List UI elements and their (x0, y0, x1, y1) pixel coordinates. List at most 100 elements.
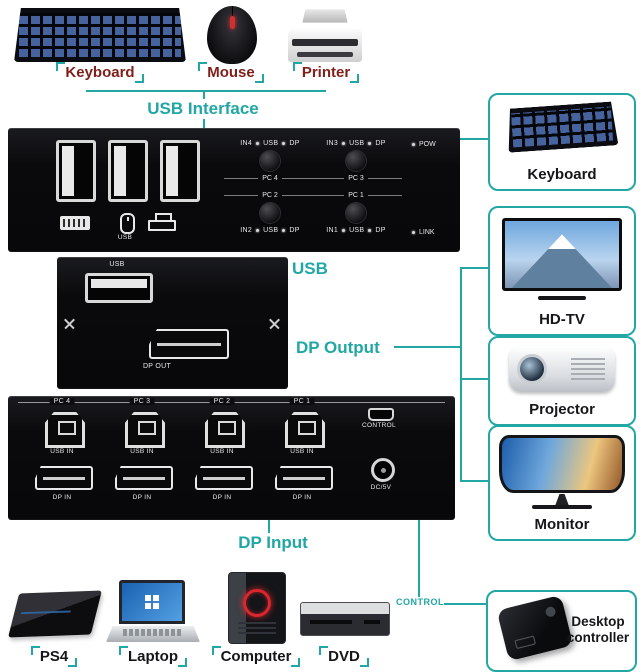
usb-led (256, 229, 260, 232)
dp-in-caption: DP IN (52, 494, 72, 501)
laptop-label: Laptop (106, 646, 200, 667)
desktop-controller-label: Desktop controller (566, 614, 630, 646)
power-indicator: POW (412, 141, 436, 148)
laptop-image (106, 580, 200, 642)
in1-label: IN1 (326, 227, 339, 234)
in3-label: IN3 (326, 140, 339, 147)
usb-a-port-2 (108, 140, 148, 202)
in2-label: IN2 (240, 227, 253, 234)
ps4-image (8, 590, 102, 638)
mouse-image (207, 6, 257, 64)
dvd-label: DVD (300, 646, 388, 667)
selector-knob (260, 151, 280, 171)
printer-image (288, 8, 362, 64)
in4-label: IN4 (240, 140, 253, 147)
input-panel: PC 4 PC 3 PC 2 PC 1 USB IN USB IN USB IN… (8, 396, 455, 520)
link-led (412, 231, 415, 234)
dp-in-port-pc1 (275, 466, 333, 490)
usb-in-caption: USB IN (130, 448, 154, 455)
connector-line (418, 520, 420, 597)
desktop-controller-image (496, 594, 574, 662)
usb-b-in-port-pc2 (205, 412, 245, 448)
selector-knob (260, 203, 280, 223)
connector-line (460, 378, 489, 380)
screw-mark (64, 317, 75, 328)
dp-input-section-label: DP Input (238, 533, 308, 552)
keyboard-box: Keyboard (488, 93, 636, 191)
connector-line (460, 480, 489, 482)
hdtv-box-label: HD-TV (539, 311, 585, 328)
usb-interface-panel: USB IN4 USB DP PC 4 IN3 USB DP (8, 128, 460, 252)
selector-in2: PC 2 IN2 USB DP (224, 192, 316, 234)
dp-in-port-pc2 (195, 466, 253, 490)
usb-led (342, 142, 346, 145)
top-mouse-label: Mouse (181, 62, 281, 83)
control-caption: CONTROL (362, 422, 396, 429)
power-led (412, 143, 415, 146)
dp-in-caption: DP IN (132, 494, 152, 501)
dp-in-caption: DP IN (212, 494, 232, 501)
top-keyboard-label: Keyboard (14, 62, 186, 83)
usb-caption: USB (117, 234, 133, 241)
pc1-label: PC 1 (348, 192, 364, 199)
pc2-label: PC 2 (262, 192, 278, 199)
selector-knob (346, 203, 366, 223)
usb-a-port-3 (160, 140, 200, 202)
pc4-label: PC 4 (262, 175, 278, 182)
connector-line (460, 138, 489, 140)
usb-interface-title: USB Interface (147, 99, 259, 118)
usb-out-caption: USB (109, 261, 125, 268)
connector-line (444, 603, 487, 605)
dp-led (282, 229, 286, 232)
link-indicator: LINK (412, 229, 435, 236)
top-printer-label: Printer (276, 62, 376, 83)
mountain-graphic (511, 234, 613, 288)
keyboard-icon (60, 216, 90, 230)
pc2-port-label: PC 2 (209, 398, 235, 405)
dp-output-section-label: DP Output (296, 338, 380, 357)
printer-icon (148, 213, 176, 231)
connector-line (460, 267, 489, 269)
usb-led (342, 229, 346, 232)
keyboard-box-label: Keyboard (527, 166, 597, 183)
selector-in4: IN4 USB DP PC 4 (224, 140, 316, 182)
projector-image (509, 346, 615, 392)
dp-out-port (149, 329, 229, 359)
dc-power-jack (371, 458, 395, 482)
windows-logo (145, 595, 151, 601)
dp-led (282, 142, 286, 145)
connector-line (460, 267, 462, 482)
mouse-icon (120, 213, 135, 234)
usb-led (256, 142, 260, 145)
printer-tray (302, 9, 348, 23)
projector-box: Projector (488, 336, 636, 426)
keyboard-keys (19, 13, 181, 57)
dp-in-port-pc3 (115, 466, 173, 490)
usb-b-in-port-pc4 (45, 412, 85, 448)
pc1-port-label: PC 1 (289, 398, 315, 405)
connector-line (203, 119, 205, 128)
selector-knob (346, 151, 366, 171)
computer-label: Computer (210, 646, 302, 667)
monitor-image (499, 435, 625, 511)
control-section-label: CONTROL (396, 597, 444, 607)
dp-in-port-pc4 (35, 466, 93, 490)
screw-mark (269, 317, 280, 328)
keyboard-image (506, 101, 619, 153)
selector-in3: IN3 USB DP PC 3 (310, 140, 402, 182)
control-port (368, 408, 394, 421)
projector-lens (520, 357, 544, 381)
monitor-box: Monitor (488, 425, 636, 541)
dp-out-caption: DP OUT (142, 363, 172, 370)
connector-line (268, 520, 270, 533)
usb-in-caption: USB IN (290, 448, 314, 455)
usb-out-port (85, 273, 153, 303)
connector-line (394, 346, 460, 348)
usb-in-caption: USB IN (50, 448, 74, 455)
computer-image (228, 572, 286, 644)
usb-b-in-port-pc3 (125, 412, 165, 448)
ps4-label: PS4 (12, 646, 96, 667)
dc-caption: DC/5V (370, 484, 392, 491)
usb-a-port-1 (56, 140, 96, 202)
